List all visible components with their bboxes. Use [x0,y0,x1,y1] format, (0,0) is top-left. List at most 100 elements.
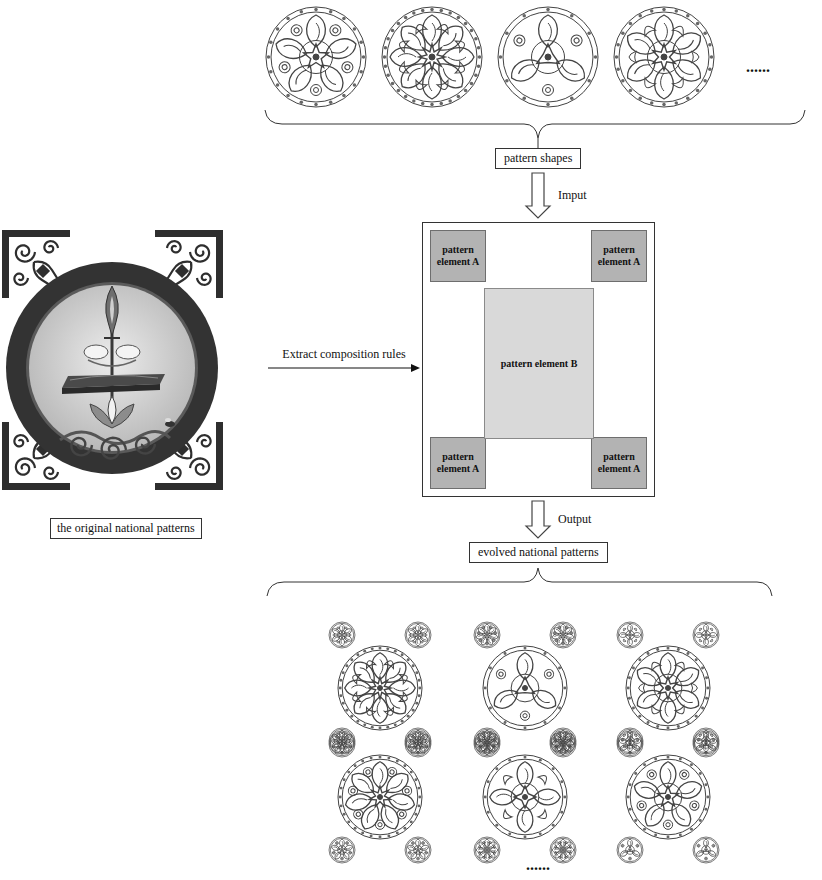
rosette-curl [417,858,418,859]
rosette-vein [680,674,695,684]
rosette-ring [406,729,429,752]
rosette-center [417,743,419,745]
rosette-ring [654,783,682,811]
rosette-leaf [558,735,562,738]
rosette-ring [475,838,498,861]
rosette-vein [668,659,671,674]
rosette-pattern [405,837,431,863]
rosette-vein [643,671,658,681]
rosette-curl [546,88,551,93]
rosette-curl [478,632,480,634]
rosette-ring [694,729,717,752]
rosette-center [522,685,527,690]
rosette-bead [504,721,507,724]
rosette-vein [478,849,483,851]
rosette-ring [614,7,714,107]
rosette-bead [371,726,374,729]
rosette-vein [380,659,383,674]
rosette-bead [690,828,693,831]
rosette-curl [516,37,523,44]
rosette-petal [396,21,432,57]
rosette-bead [418,796,421,799]
rosette-curl [622,845,624,847]
rosette-petal [632,779,662,802]
rosette-curl [635,844,639,848]
rosette-vein [352,797,367,803]
rosette-curl [681,772,687,778]
rosette-bead [477,46,481,50]
rosette-star [653,44,676,70]
rosette-bead [710,55,714,59]
rosette-bead [662,8,666,12]
rosette-bead [350,715,353,718]
rosette-bead [440,9,444,13]
rosette-ring [617,728,643,754]
rosette-curl [348,851,352,855]
rosette-curl [341,751,344,754]
rosette-pattern [693,728,719,754]
rosette-bead [412,709,415,712]
rosette-vein [525,659,528,674]
rosette-vein [635,37,652,49]
scroll-spiral [167,468,181,479]
rosette-curl [332,745,336,749]
rosette-star [484,741,491,748]
central-illustration [60,286,175,458]
rosette-pattern [338,755,422,839]
rosette-bead [397,22,401,26]
rosette-ring [617,731,643,757]
scroll-spiral [190,245,209,261]
rosette-petal [486,636,494,646]
rosette-leaf [397,62,409,76]
rosette-vein [496,794,511,797]
rosette-curl [689,800,701,812]
rosette-vein [418,626,420,631]
rosette-curl [425,746,427,748]
rosette-curl [498,671,504,677]
original-pattern-figure: the original national patterns [2,225,266,547]
rosette-pattern [483,755,567,839]
corner-diamond [175,264,189,278]
rosette-bead [379,647,382,650]
rosette-bead [417,804,420,807]
rosette-curl [422,842,424,844]
rosette-vein [630,626,632,631]
rosette-vein [499,692,514,702]
rosette-bead [667,726,670,729]
rosette-curl [289,23,304,38]
rosette-bead [705,676,708,679]
rosette-star [339,632,345,639]
rosette-curl [421,841,425,845]
rosette-bead [616,68,620,72]
rosette-leaf [698,627,702,631]
rosette-curl [349,852,351,854]
rosette-pattern [498,7,598,107]
rosette-vein [342,735,344,740]
rosette-petal [380,688,410,718]
arrow-line [268,367,411,368]
rosette-bead [314,8,318,12]
rosette-vein [432,23,435,41]
rosette-bead [696,89,700,93]
rosette-curl [355,811,361,817]
rosette-bead [552,824,555,827]
scroll-spiral [16,245,35,261]
rosette-bead [474,37,478,41]
rosette-curl [635,738,639,742]
rosette-ring [648,41,681,74]
rosette-curl [697,844,701,848]
node-text: pattern element A [431,451,485,475]
bird [116,345,140,359]
rosette-bead [394,723,397,726]
rosette-bead [505,32,509,36]
rosette-curl [698,739,700,741]
rosette-bead [654,758,657,761]
rosette-bead [371,647,374,650]
rosette-curl [705,858,706,859]
rosette-petal [562,636,570,646]
rosette-bead [704,808,707,811]
rosette-bead [699,819,702,822]
rosette-bead [383,55,387,59]
rosette-ring [487,650,563,726]
rosette-curl [378,823,382,827]
